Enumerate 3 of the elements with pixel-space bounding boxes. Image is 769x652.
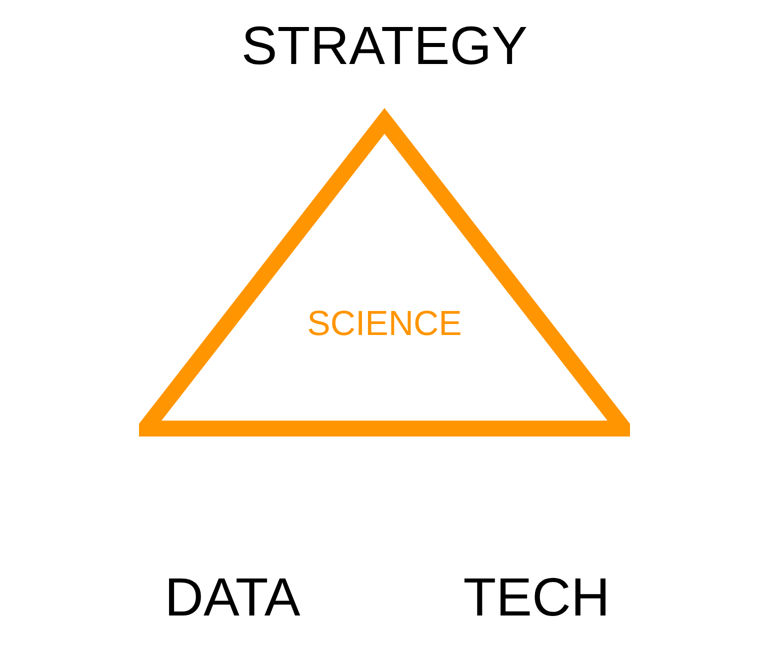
label: DATA	[164, 567, 300, 628]
label: TECH	[463, 567, 610, 628]
label: STRATEGY	[241, 16, 528, 76]
